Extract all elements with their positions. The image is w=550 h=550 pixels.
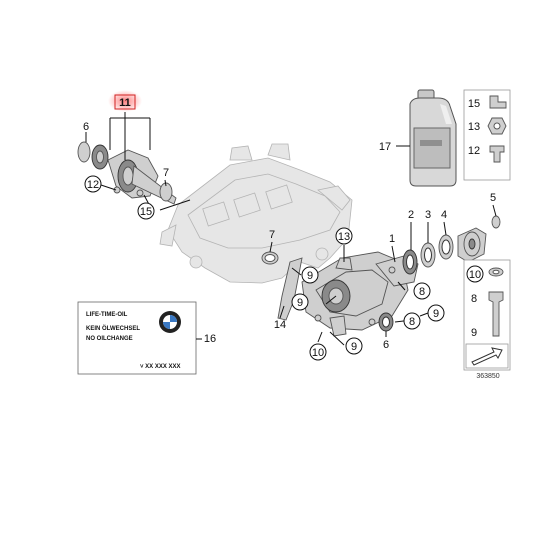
engine-oil-pan-ghost [159,143,353,284]
callout-8-a: 8 [413,282,431,300]
callout-9e: 9 [471,327,477,339]
svg-text:15: 15 [140,206,152,218]
svg-text:13: 13 [338,231,350,243]
card-line-3: NO OILCHANGE [86,336,133,342]
differential-housing [301,251,419,337]
svg-text:8: 8 [419,286,425,298]
callout-12: 12 [84,175,102,193]
svg-text:12: 12 [87,179,99,191]
callout-7b: 7 [269,229,275,241]
svg-text:9: 9 [433,308,439,320]
svg-text:8: 8 [409,316,415,328]
callout-7: 7 [163,167,169,179]
callout-8-b: 8 [403,312,421,330]
svg-text:9: 9 [297,297,303,309]
bolt-part-12 [489,145,505,163]
callout-9-b: 9 [291,293,309,311]
callout-5: 5 [490,192,496,204]
leader-lines [85,112,497,346]
bmw-logo-icon [159,311,181,333]
svg-text:9: 9 [307,270,313,282]
ring-set [402,215,501,275]
callout-13b: 13 [468,121,480,133]
callout-6b: 6 [383,339,389,351]
callout-12b: 12 [468,145,480,157]
callout-17: 17 [379,141,391,153]
card-line-2: KEIN ÖLWECHSEL [86,325,140,332]
bracket-part-14 [277,257,303,321]
callout-6: 6 [83,121,89,133]
callout-11: 11 [119,97,131,109]
callout-10-a: 10 [309,343,327,361]
callout-13: 13 [335,227,353,245]
callout-1: 1 [389,233,395,245]
svg-text:10: 10 [469,269,481,281]
callout-9-a: 9 [301,266,319,284]
callout-2: 2 [408,209,414,221]
seal-ring-part-6 [77,141,91,163]
callout-10-b: 10 [466,265,484,283]
highlight-box-11 [114,94,136,110]
arrow-icon [471,347,503,366]
callout-15: 15 [137,202,155,220]
callout-16: 16 [204,333,216,345]
svg-text:11: 11 [119,97,131,109]
callout-14: 14 [274,319,286,331]
pin-part-15 [489,95,507,109]
bolt-part-8 [488,291,504,337]
card-line-1: LIFE-TIME-OIL [86,312,128,318]
callout-9-d: 9 [345,337,363,355]
nut-part-5 [491,215,501,229]
callout-4: 4 [441,209,447,221]
svg-text:10: 10 [312,347,324,359]
diagram-number: 363850 [476,373,499,380]
callout-3: 3 [425,209,431,221]
shaft-assembly-group [77,141,177,205]
svg-text:9: 9 [351,341,357,353]
callout-8c: 8 [471,293,477,305]
oil-bottle-part-17 [409,89,457,187]
card-code: ˅ XX XXX XXX [140,364,181,370]
callout-9-c: 9 [427,304,445,322]
callout-15b: 15 [468,98,480,110]
